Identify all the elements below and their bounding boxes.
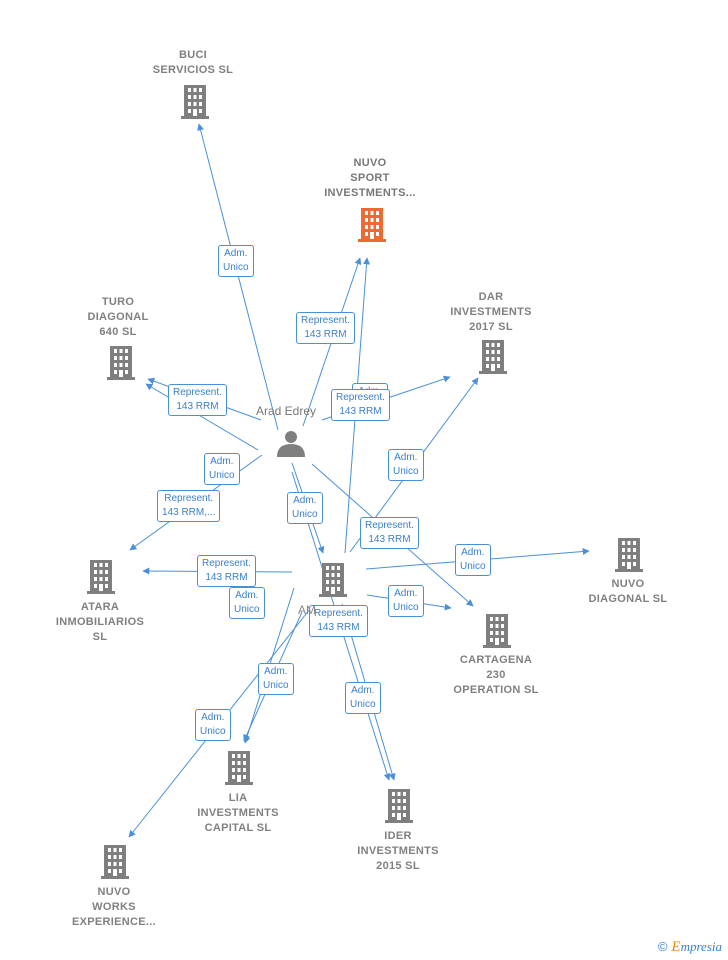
company-name-label[interactable]: BUCI SERVICIOS SL [152, 49, 234, 76]
company-building-icon[interactable] [107, 346, 135, 380]
company-building-icon[interactable] [319, 563, 347, 597]
company-building-icon[interactable] [615, 538, 643, 572]
center-node-label: AM [298, 603, 316, 617]
relation-label[interactable]: Represent. 143 RRM [197, 555, 256, 587]
company-name-label[interactable]: DAR INVESTMENTS 2017 SL [450, 291, 532, 333]
relation-label[interactable]: Adm. Unico [218, 245, 254, 277]
company-name-label[interactable]: CARTAGENA 230 OPERATION SL [453, 654, 539, 696]
relation-label[interactable]: Adm. Unico [388, 449, 424, 481]
relation-edge [145, 383, 259, 451]
relation-label[interactable]: Represent. 143 RRM [360, 517, 419, 549]
company-name-label[interactable]: IDER INVESTMENTS 2015 SL [357, 830, 439, 872]
company-building-icon[interactable] [358, 208, 386, 242]
brand-rest: mpresia [680, 939, 722, 954]
company-name-label[interactable]: LIA INVESTMENTS CAPITAL SL [197, 792, 279, 834]
relation-label[interactable]: Adm. Unico [345, 682, 381, 714]
nodes-layer [87, 85, 643, 879]
person-name[interactable]: Arad Edrey [256, 404, 317, 418]
copyright-icon: © [657, 939, 668, 954]
relation-label[interactable]: Adm. Unico [204, 453, 240, 485]
relation-label[interactable]: Represent. 143 RRM [309, 605, 368, 637]
relation-label[interactable]: Adm. Unico [229, 587, 265, 619]
company-building-icon[interactable] [87, 560, 115, 594]
relation-label[interactable]: Adm. Unico [388, 585, 424, 617]
company-building-icon[interactable] [483, 614, 511, 648]
relation-label[interactable]: Represent. 143 RRM,... [157, 490, 221, 522]
relation-label[interactable]: Adm. Unico [455, 544, 491, 576]
person-icon[interactable] [277, 431, 305, 457]
company-name-label[interactable]: ATARA INMOBILIARIOS SL [55, 601, 145, 643]
company-building-icon[interactable] [225, 751, 253, 785]
brand-first-letter: E [671, 939, 681, 955]
relation-label[interactable]: Represent. 143 RRM [331, 389, 390, 421]
company-building-icon[interactable] [101, 845, 129, 879]
relation-label[interactable]: Adm. Unico [258, 663, 294, 695]
company-name-label[interactable]: NUVO SPORT INVESTMENTS... [324, 157, 416, 199]
relation-label[interactable]: Represent. 143 RRM [296, 312, 355, 344]
company-building-icon[interactable] [385, 789, 413, 823]
relation-label[interactable]: Adm. Unico [287, 492, 323, 524]
relation-edge [197, 123, 279, 431]
empresia-watermark: ©Empresia [658, 939, 722, 956]
relation-label[interactable]: Adm. Unico [195, 709, 231, 741]
company-name-label[interactable]: NUVO WORKS EXPERIENCE... [72, 886, 156, 928]
company-building-icon[interactable] [181, 85, 209, 119]
company-name-label[interactable]: NUVO DIAGONAL SL [588, 578, 668, 605]
company-name-label[interactable]: TURO DIAGONAL 640 SL [87, 296, 149, 338]
company-building-icon[interactable] [479, 340, 507, 374]
relation-label[interactable]: Represent. 143 RRM [168, 384, 227, 416]
